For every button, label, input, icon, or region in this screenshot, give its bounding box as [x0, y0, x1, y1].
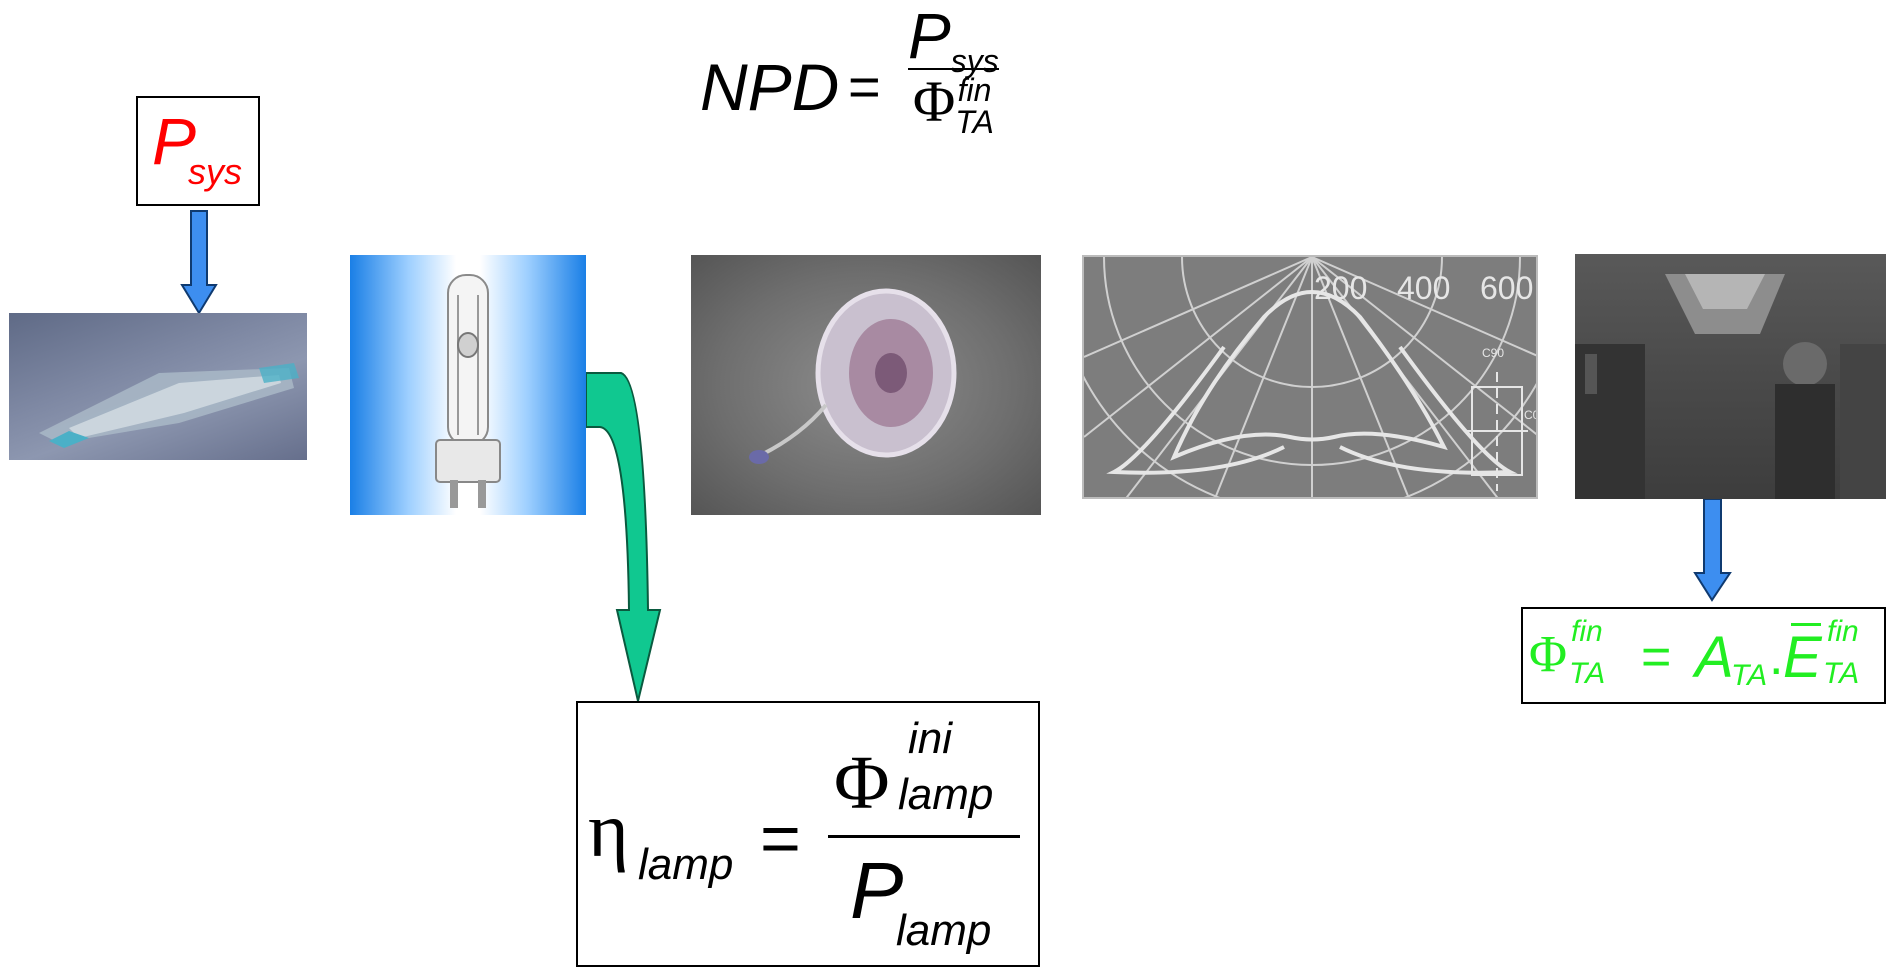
- eta-symbol: η: [588, 786, 629, 873]
- polar-scale-label: 600: [1480, 270, 1533, 306]
- flux-phi-sub: TA: [1569, 657, 1606, 690]
- npd-numerator-p: P: [908, 0, 951, 72]
- npd-denominator-sub: TA: [955, 103, 994, 140]
- psys-box: P sys: [136, 96, 260, 206]
- npd-formula: NPD = Psys Φ fin TA: [700, 4, 1040, 184]
- green-curved-arrow-icon: [585, 372, 662, 702]
- eta-numerator-phi: Φ: [834, 741, 890, 825]
- flux-illuminance-e: E: [1783, 625, 1822, 690]
- eta-equals: =: [760, 799, 801, 877]
- npd-equals: =: [848, 55, 881, 118]
- flux-area-a: A: [1695, 625, 1734, 690]
- blue-arrow-down-flux-icon: [1693, 498, 1732, 602]
- eta-denominator-p: P: [850, 846, 904, 935]
- reflector-photo: [691, 255, 1041, 515]
- blue-arrow-down-icon: [180, 210, 218, 315]
- room-drawing: [1575, 274, 1886, 499]
- flux-phi-sup: fin: [1571, 615, 1603, 648]
- psys-main: P: [152, 104, 197, 178]
- eta-numerator-sub: lamp: [898, 770, 994, 819]
- npd-symbol: NPD: [700, 50, 840, 124]
- flux-dot: .: [1769, 628, 1784, 686]
- lamp-efficacy-formula: η lamp = Φ ini lamp P lamp: [576, 701, 1040, 967]
- room-photo: [1575, 254, 1886, 499]
- psys-sub: sys: [188, 151, 242, 192]
- polar-plane-label: C90: [1482, 346, 1504, 360]
- npd-denominator-sup: fin: [957, 71, 992, 108]
- npd-numerator-sub: sys: [950, 43, 999, 79]
- npd-fraction-bar: [908, 68, 999, 70]
- reflector-drawing: [749, 288, 957, 464]
- eta-fraction-bar: [828, 835, 1020, 838]
- eta-numerator-sup: ini: [908, 714, 953, 763]
- npd-denominator-phi: Φ: [912, 69, 956, 134]
- flux-e-sub: TA: [1823, 657, 1860, 690]
- npd-fraction: Psys Φ fin TA: [908, 4, 999, 138]
- luminaire-photo: [9, 313, 307, 460]
- flux-area-sub: TA: [1731, 659, 1768, 692]
- polar-diagram: 200 400 600 C90 C0: [1082, 255, 1538, 499]
- lamp-photo: [350, 255, 586, 515]
- flux-mean-bar: [1791, 623, 1821, 626]
- lamp-drawing: [435, 274, 501, 508]
- flux-e-sup: fin: [1827, 615, 1859, 648]
- eta-denominator-sub: lamp: [896, 906, 992, 955]
- eta-sub: lamp: [638, 840, 734, 889]
- polar-drawing: 200 400 600 C90 C0: [1084, 257, 1538, 497]
- polar-scale-label: 400: [1397, 270, 1450, 306]
- luminaire-drawing: [39, 363, 299, 448]
- polar-plane-label: C0: [1524, 408, 1538, 422]
- polar-scale-label: 200: [1314, 270, 1367, 306]
- flux-phi: Φ: [1529, 626, 1568, 683]
- flux-equals: =: [1641, 628, 1672, 686]
- target-area-flux-formula: Φ fin TA = A TA . E fin TA: [1521, 607, 1886, 704]
